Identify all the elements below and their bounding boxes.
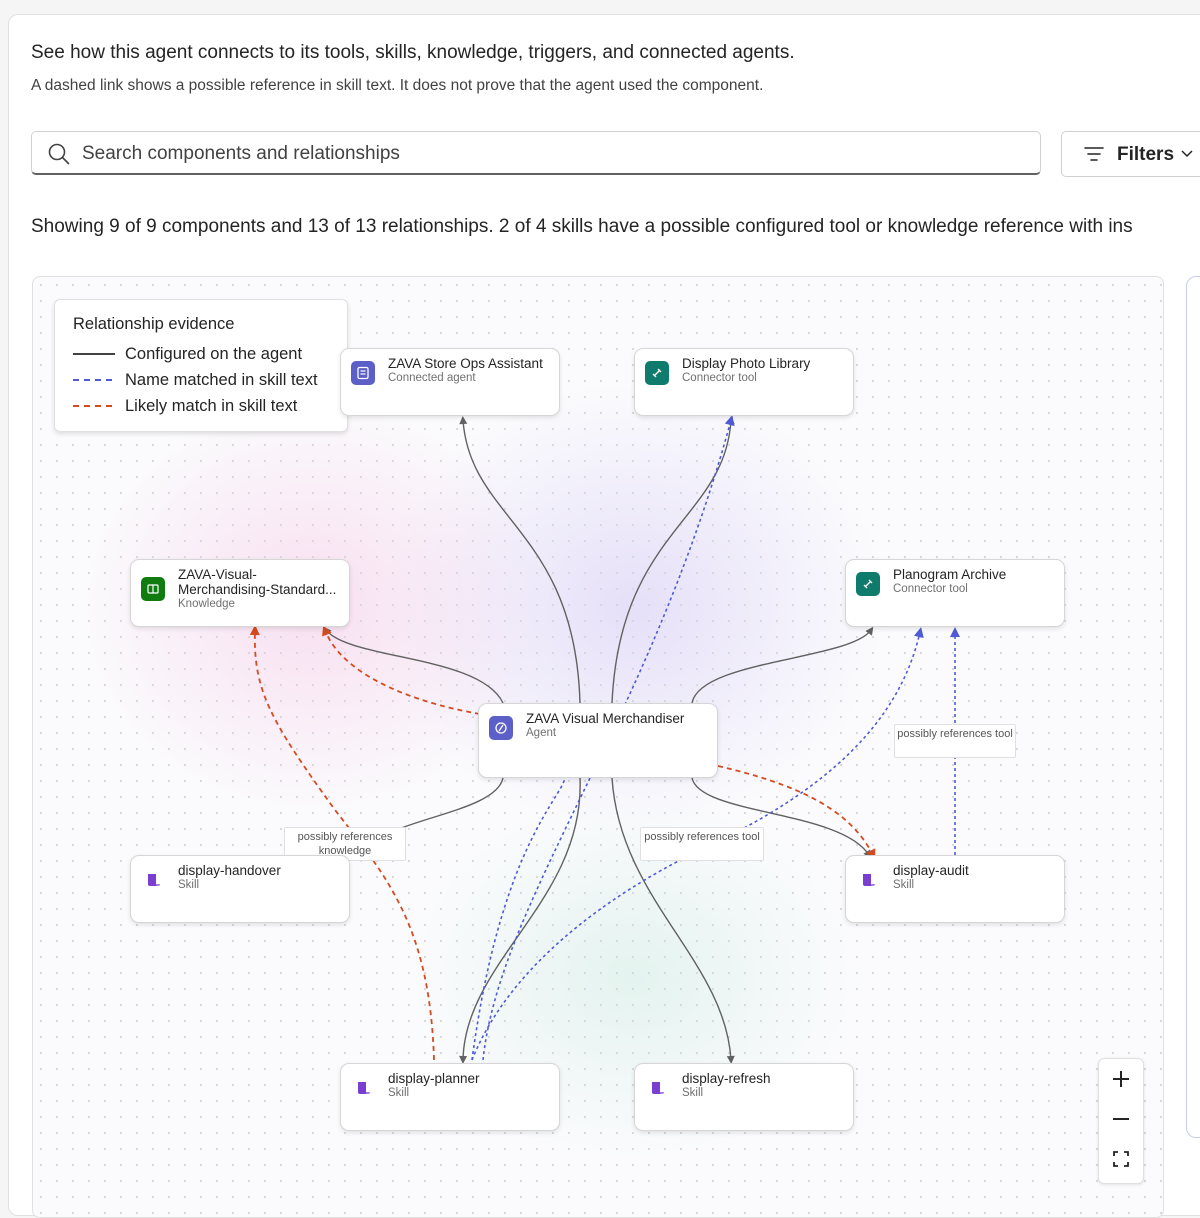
edge-agent-refresh xyxy=(611,777,735,1064)
node-name: ZAVA Store Ops Assistant xyxy=(388,356,543,371)
edge-agent-store-ops xyxy=(459,416,581,704)
edge-agent-knowledge xyxy=(323,626,504,704)
blue-dashed-swatch xyxy=(73,379,115,381)
connector-icon xyxy=(856,572,880,596)
node-display-audit[interactable]: display-audit Skill xyxy=(845,855,1065,923)
node-name: ZAVA Visual Merchandiser xyxy=(526,711,685,726)
node-store-ops-assistant[interactable]: ZAVA Store Ops Assistant Connected agent xyxy=(340,348,560,416)
connector-icon xyxy=(645,361,669,385)
zoom-in-button[interactable] xyxy=(1099,1059,1143,1099)
book-icon xyxy=(141,577,165,601)
red-dashed-swatch xyxy=(73,405,115,407)
edge-agent-audit xyxy=(691,777,872,859)
edge-planner-planogram-a xyxy=(471,777,566,1061)
skill-icon xyxy=(856,868,880,892)
search-box[interactable] xyxy=(31,131,1041,175)
search-icon xyxy=(48,143,70,165)
node-name: ZAVA-Visual-Merchandising-Standard... xyxy=(178,567,337,597)
node-name: display-handover xyxy=(178,863,281,878)
details-panel xyxy=(1186,276,1200,1138)
fit-view-button[interactable] xyxy=(1099,1139,1143,1179)
node-display-planner[interactable]: display-planner Skill xyxy=(340,1063,560,1131)
agent-icon xyxy=(351,361,375,385)
skill-icon xyxy=(645,1076,669,1100)
agent-icon xyxy=(489,716,513,740)
node-type: Skill xyxy=(388,1087,410,1099)
zoom-out-button[interactable] xyxy=(1099,1099,1143,1139)
relationship-legend: Relationship evidence Configured on the … xyxy=(54,299,348,432)
dashed-link-note: A dashed link shows a possible reference… xyxy=(31,77,764,94)
chevron-down-icon xyxy=(1181,150,1193,158)
node-type: Agent xyxy=(526,727,557,739)
plus-icon xyxy=(1113,1071,1129,1087)
filter-icon xyxy=(1084,147,1104,161)
edge-agent-photo-library xyxy=(611,416,735,704)
node-type: Connector tool xyxy=(893,583,968,595)
node-type: Skill xyxy=(893,879,915,891)
node-type: Connector tool xyxy=(682,372,757,384)
fit-view-icon xyxy=(1113,1151,1129,1167)
edge-agent-planner xyxy=(459,777,581,1064)
summary-text: Showing 9 of 9 components and 13 of 13 r… xyxy=(31,216,1133,237)
zoom-controls xyxy=(1098,1058,1144,1184)
minus-icon xyxy=(1113,1118,1129,1120)
edge-agent-planogram xyxy=(691,626,874,704)
node-name: display-audit xyxy=(893,863,969,878)
node-name: display-refresh xyxy=(682,1071,771,1086)
edge-agent-knowledge-likely xyxy=(322,625,481,715)
edge-agent-audit-likely xyxy=(717,765,876,860)
edge-planner-planogram-b xyxy=(471,627,924,1061)
edge-label-tool-right: possibly references tool xyxy=(894,724,1016,758)
node-type: Connected agent xyxy=(388,372,476,384)
node-type: Skill xyxy=(178,879,200,891)
graph-canvas[interactable] xyxy=(32,276,1164,1218)
legend-title: Relationship evidence xyxy=(73,315,235,333)
node-type: Knowledge xyxy=(178,598,235,610)
node-type: Skill xyxy=(682,1087,704,1099)
node-display-handover[interactable]: display-handover Skill xyxy=(130,855,350,923)
relationship-edges xyxy=(249,415,960,1064)
filters-label: Filters xyxy=(1117,144,1175,165)
intro-text: See how this agent connects to its tools… xyxy=(31,42,795,63)
node-name: Display Photo Library xyxy=(682,356,811,371)
search-input[interactable] xyxy=(80,138,984,170)
skill-icon xyxy=(141,868,165,892)
node-name: display-planner xyxy=(388,1071,480,1086)
node-display-refresh[interactable]: display-refresh Skill xyxy=(634,1063,854,1131)
skill-icon xyxy=(351,1076,375,1100)
solid-line-swatch xyxy=(73,353,115,355)
node-knowledge-source[interactable]: ZAVA-Visual-Merchandising-Standard... Kn… xyxy=(130,559,350,627)
edge-label-tool-center: possibly references tool xyxy=(640,827,764,861)
node-agent-visual-merchandiser[interactable]: ZAVA Visual Merchandiser Agent xyxy=(478,703,718,778)
node-display-photo-library[interactable]: Display Photo Library Connector tool xyxy=(634,348,854,416)
node-planogram-archive[interactable]: Planogram Archive Connector tool xyxy=(845,559,1065,627)
node-name: Planogram Archive xyxy=(893,567,1007,582)
filters-button[interactable]: Filters xyxy=(1061,131,1200,177)
